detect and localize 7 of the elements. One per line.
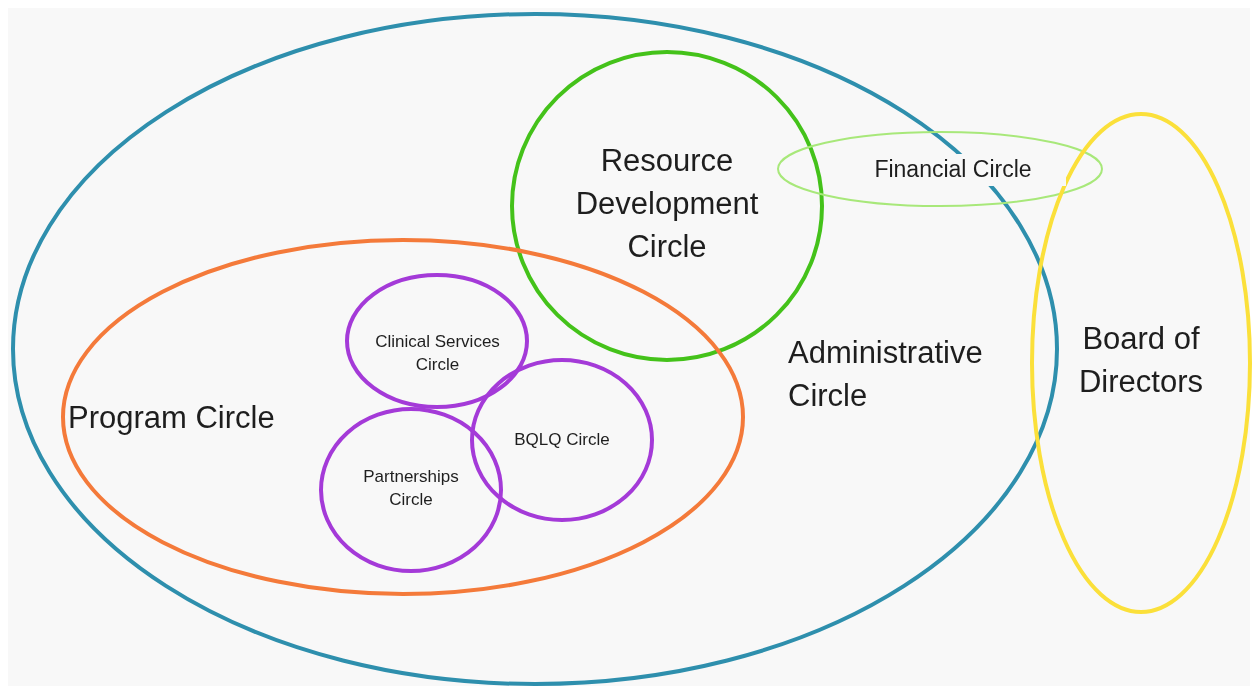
circle-label: Board of Directors: [1078, 320, 1204, 401]
circle-label: Partnerships Circle: [362, 466, 460, 512]
circle-label: BQLQ Circle: [513, 429, 611, 451]
circle-label: Clinical Services Circle: [374, 331, 501, 377]
circle-label: Resource Development Circle: [574, 142, 760, 266]
circle-label: Administrative Circle: [788, 334, 984, 415]
circle-label: Program Circle: [68, 399, 276, 437]
